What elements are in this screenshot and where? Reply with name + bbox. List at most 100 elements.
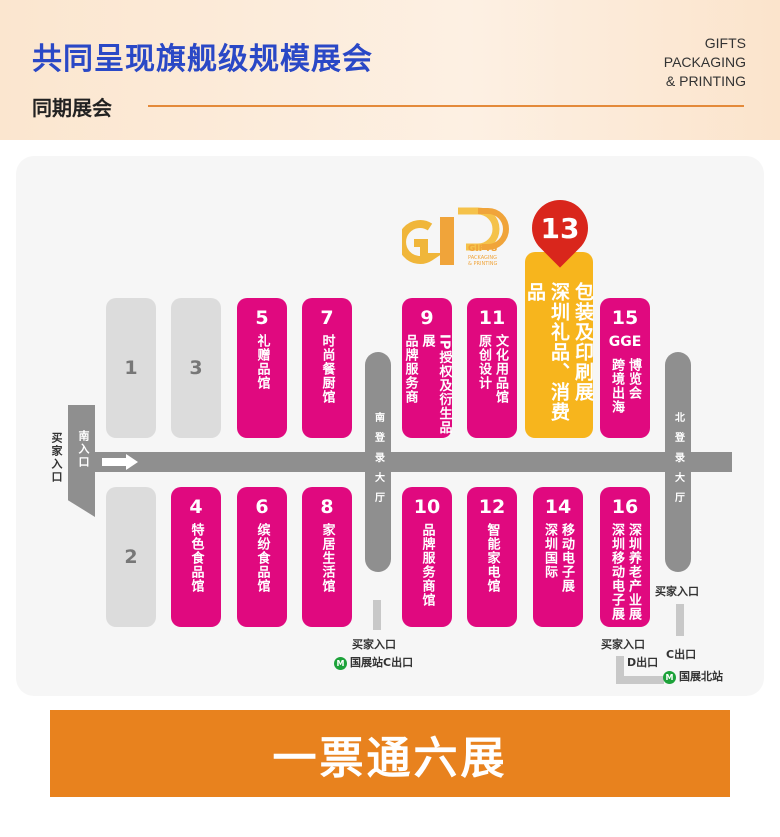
hall-5[interactable]: 5 礼赠品馆 — [237, 298, 287, 438]
svg-text:& PRINTING: & PRINTING — [468, 261, 497, 267]
hall-13[interactable]: 包装及印刷展深圳礼品、消费品 — [523, 252, 595, 438]
hall-label-line: 时尚餐厨馆 — [319, 334, 335, 404]
d-buyer-entrance: 买家入口 — [601, 638, 645, 651]
hall-label-line: 移动电子展 — [559, 523, 574, 593]
hall-label-line: 跨境出海 — [609, 358, 624, 414]
hall-label-line: 包装及印刷展 — [572, 282, 594, 402]
featured-hall-number: 13 — [540, 212, 580, 245]
hall-label-line: 原创设计 — [476, 334, 491, 390]
hall-label: 深圳养老产业展深圳移动电子展 — [608, 523, 642, 621]
south-buyer-entrance: 买家入口 — [352, 638, 396, 651]
hall-16[interactable]: 16 深圳养老产业展深圳移动电子展 — [600, 487, 650, 627]
hall-7[interactable]: 7 时尚餐厨馆 — [302, 298, 352, 438]
hall-label-line: 深圳礼品、消费品 — [524, 282, 570, 422]
hall-label: 包装及印刷展深圳礼品、消费品 — [523, 282, 595, 438]
arrow-head-icon — [126, 454, 138, 470]
up-arrow-icon — [676, 604, 684, 636]
header: 共同呈现旗舰级规模展会 同期展会 GIFTS PACKAGING & PRINT… — [0, 0, 780, 140]
hall-label: 品牌服务商馆 — [419, 523, 436, 607]
hall-number: 7 — [320, 307, 334, 329]
hall-number: 15 — [611, 307, 639, 329]
hall-label: IP授权及衍生品展品牌服务商 — [402, 334, 453, 438]
buyer-entrance-label: 买家入口 — [50, 432, 63, 484]
hall-2[interactable]: 2 — [106, 487, 156, 627]
hall-number: 5 — [255, 307, 269, 329]
hall-label: 博览会跨境出海 — [608, 358, 642, 414]
hall-1[interactable]: 1 — [106, 298, 156, 438]
entrance-arrow-icon — [102, 458, 126, 466]
hall-label-line: 特色食品馆 — [188, 523, 204, 593]
hall-label-line: 家居生活馆 — [319, 523, 335, 593]
south-entrance: 南入口 — [68, 405, 95, 517]
main-road — [95, 452, 732, 472]
south-lobby: 南登录大厅 — [365, 352, 391, 572]
north-lobby-label: 北登录大厅 — [672, 412, 684, 512]
hall-label-line: 智能家电馆 — [484, 523, 500, 593]
hall-number: 3 — [189, 357, 203, 379]
south-lobby-label: 南登录大厅 — [372, 412, 384, 512]
hall-number: 1 — [124, 357, 138, 379]
hall-label-line: 品牌服务商馆 — [419, 523, 435, 607]
brand-line: PACKAGING — [663, 54, 746, 70]
hall-number: 2 — [124, 546, 138, 568]
logo-gifts: GIFTS — [468, 244, 498, 254]
north-buyer-entrance: 买家入口 — [655, 585, 699, 598]
hall-number: 14 — [544, 496, 572, 518]
up-arrow-icon — [373, 600, 381, 630]
hall-number: 16 — [611, 496, 639, 518]
hall-12[interactable]: 12 智能家电馆 — [467, 487, 517, 627]
ticket-banner: 一票通六展 — [50, 710, 730, 797]
hall-label-line: 博览会 — [626, 358, 641, 400]
hall-number: 8 — [320, 496, 334, 518]
hall-label: 缤纷食品馆 — [254, 523, 271, 593]
brand-line: GIFTS — [704, 35, 746, 51]
brand-text: GIFTS PACKAGING & PRINTING — [664, 34, 746, 91]
brand-line: & PRINTING — [665, 73, 746, 89]
hall-tag: GGE — [608, 334, 642, 350]
hall-11[interactable]: 11 文化用品馆原创设计 — [467, 298, 517, 438]
hall-label: 特色食品馆 — [188, 523, 205, 593]
hall-label-line: 深圳移动电子展 — [609, 523, 624, 621]
north-lobby: 北登录大厅 — [665, 352, 691, 572]
hall-number: 9 — [420, 307, 434, 329]
south-metro-label: 国展站C出口 — [350, 656, 414, 669]
metro-icon: M — [334, 656, 347, 670]
hall-label: 礼赠品馆 — [254, 334, 271, 390]
hall-4[interactable]: 4 特色食品馆 — [171, 487, 221, 627]
south-entrance-label: 南入口 — [77, 430, 90, 469]
hall-number: 11 — [478, 307, 506, 329]
hall-label-line: 礼赠品馆 — [254, 334, 270, 390]
hall-label: 智能家电馆 — [484, 523, 501, 593]
hall-label-line: IP授权及衍生品展 — [419, 334, 452, 435]
exit-d-label: D出口 — [627, 656, 659, 669]
hall-8[interactable]: 8 家居生活馆 — [302, 487, 352, 627]
hall-number: 6 — [255, 496, 269, 518]
up-arrow-icon — [616, 656, 624, 684]
hall-label: 文化用品馆原创设计 — [475, 334, 509, 404]
hall-label: 移动电子展深圳国际 — [541, 523, 575, 593]
page-title: 共同呈现旗舰级规模展会 — [32, 42, 373, 77]
hall-label: 家居生活馆 — [319, 523, 336, 593]
hall-label-line: 深圳养老产业展 — [626, 523, 641, 621]
divider — [148, 105, 744, 107]
hall-3[interactable]: 3 — [171, 298, 221, 438]
hall-label-line: 深圳国际 — [542, 523, 557, 579]
hall-6[interactable]: 6 缤纷食品馆 — [237, 487, 287, 627]
north-metro-label: 国展北站 — [679, 670, 723, 683]
hall-number: 4 — [189, 496, 203, 518]
exit-c-label: C出口 — [666, 648, 697, 661]
hall-label: 时尚餐厨馆 — [319, 334, 336, 404]
path-line — [616, 676, 664, 684]
hall-label-line: 缤纷食品馆 — [254, 523, 270, 593]
section-subtitle: 同期展会 — [32, 96, 112, 120]
hall-10[interactable]: 10 品牌服务商馆 — [402, 487, 452, 627]
metro-icon: M — [663, 670, 676, 684]
hall-number: 12 — [478, 496, 506, 518]
hall-number: 10 — [413, 496, 441, 518]
hall-14[interactable]: 14 移动电子展深圳国际 — [533, 487, 583, 627]
hall-label-line: 品牌服务商 — [402, 334, 418, 404]
